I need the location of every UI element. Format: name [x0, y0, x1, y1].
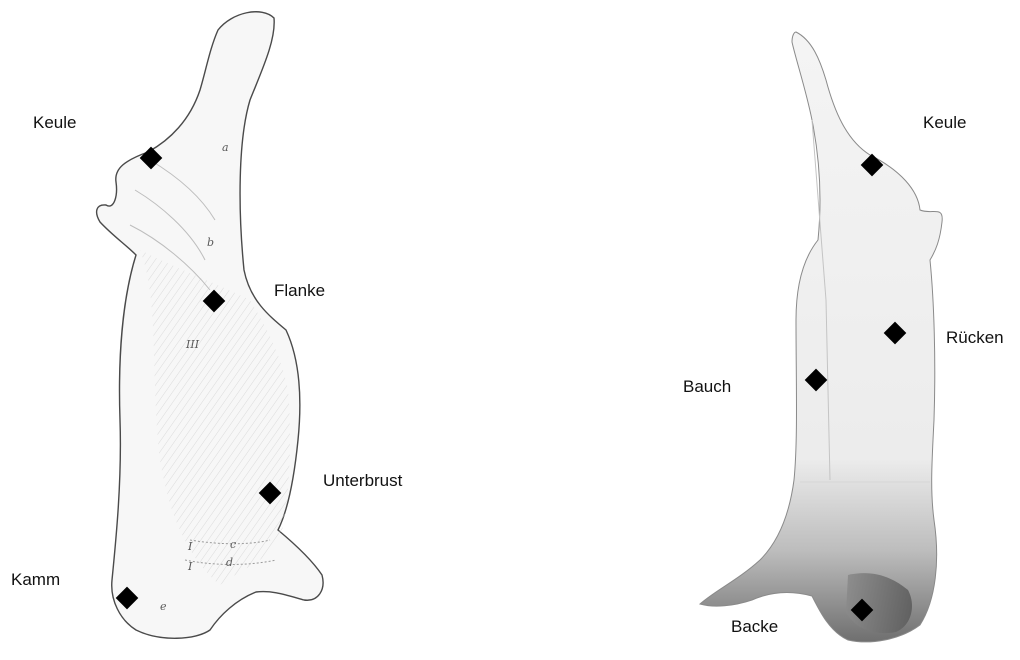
engraving-letter-e: e	[160, 600, 167, 613]
right-carcass-photo	[700, 32, 942, 642]
label-ruecken: Rücken	[946, 328, 1004, 348]
engraving-roman-one-lower: I	[187, 560, 193, 573]
label-backe: Backe	[731, 617, 778, 637]
label-kamm: Kamm	[11, 570, 60, 590]
engraving-letter-b: b	[207, 236, 214, 249]
label-keule-right: Keule	[923, 113, 966, 133]
label-unterbrust: Unterbrust	[323, 471, 402, 491]
engraving-roman-three: III	[185, 338, 200, 351]
engraving-letter-d: d	[226, 556, 233, 569]
label-bauch: Bauch	[683, 377, 731, 397]
engraving-roman-one-upper: I	[187, 540, 193, 553]
left-carcass-body	[97, 12, 323, 639]
engraving-letter-a: a	[222, 141, 229, 154]
engraving-letter-c: c	[230, 538, 236, 551]
label-flanke: Flanke	[274, 281, 325, 301]
label-keule-left: Keule	[33, 113, 76, 133]
